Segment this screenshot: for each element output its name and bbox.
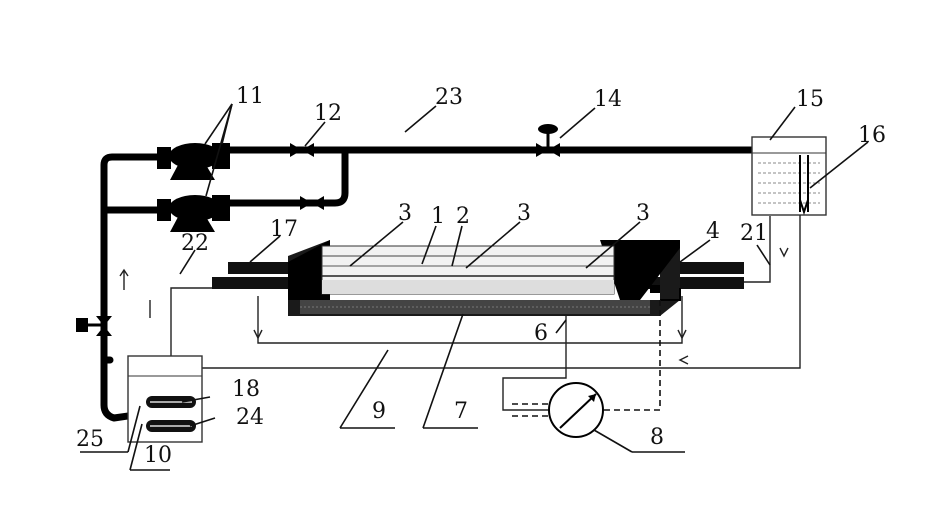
label-16: 16: [858, 123, 886, 148]
label-22: 22: [181, 231, 209, 256]
label-3-middle: 3: [517, 201, 531, 226]
return-arrow-left: [253, 329, 263, 340]
device-16: [799, 155, 809, 216]
label-3-left: 3: [398, 201, 412, 226]
label-9: 9: [372, 399, 386, 424]
label-10: 10: [144, 443, 172, 468]
label-4: 4: [706, 219, 720, 244]
meter-8: [548, 382, 604, 438]
label-1: 1: [431, 204, 445, 229]
label-11: 11: [236, 84, 264, 109]
tank-10: [127, 355, 203, 443]
label-7: 7: [454, 399, 468, 424]
tank-15: [751, 136, 827, 216]
label-21: 21: [740, 221, 768, 246]
label-24: 24: [236, 405, 264, 430]
pipe-to-tank-10: [100, 356, 139, 422]
valve-12: [290, 143, 314, 157]
label-14: 14: [594, 87, 622, 112]
line-21: [744, 216, 771, 283]
label-25: 25: [76, 427, 104, 452]
label-2: 2: [456, 204, 470, 229]
signal-line: [602, 300, 661, 411]
label-8: 8: [650, 425, 664, 450]
line-to-tank-10: [200, 215, 801, 369]
return-line-9: [257, 296, 683, 344]
bypass-pipe: [226, 146, 349, 207]
label-18: 18: [232, 377, 260, 402]
arrow-line-21: [779, 247, 789, 258]
line-22: [170, 287, 212, 356]
flow-arrow-up: [119, 268, 129, 290]
label-17: 17: [270, 217, 298, 242]
label-12: 12: [314, 101, 342, 126]
label-15: 15: [796, 87, 824, 112]
return-arrow-right: [677, 329, 687, 340]
label-6: 6: [534, 321, 548, 346]
pump-upper: [157, 143, 230, 180]
pump-lower: [157, 195, 230, 232]
valve-bypass: [300, 196, 324, 210]
valve-left-vertical: [76, 316, 112, 336]
valve-14: [536, 124, 560, 157]
label-3-right: 3: [636, 201, 650, 226]
line-6: [502, 316, 567, 411]
input-arrows: [512, 403, 548, 417]
leader-lines: [80, 103, 869, 471]
arrow-return: [678, 355, 689, 365]
channel-body: [212, 240, 744, 316]
label-23: 23: [435, 85, 463, 110]
main-pipe-23: [100, 153, 164, 364]
